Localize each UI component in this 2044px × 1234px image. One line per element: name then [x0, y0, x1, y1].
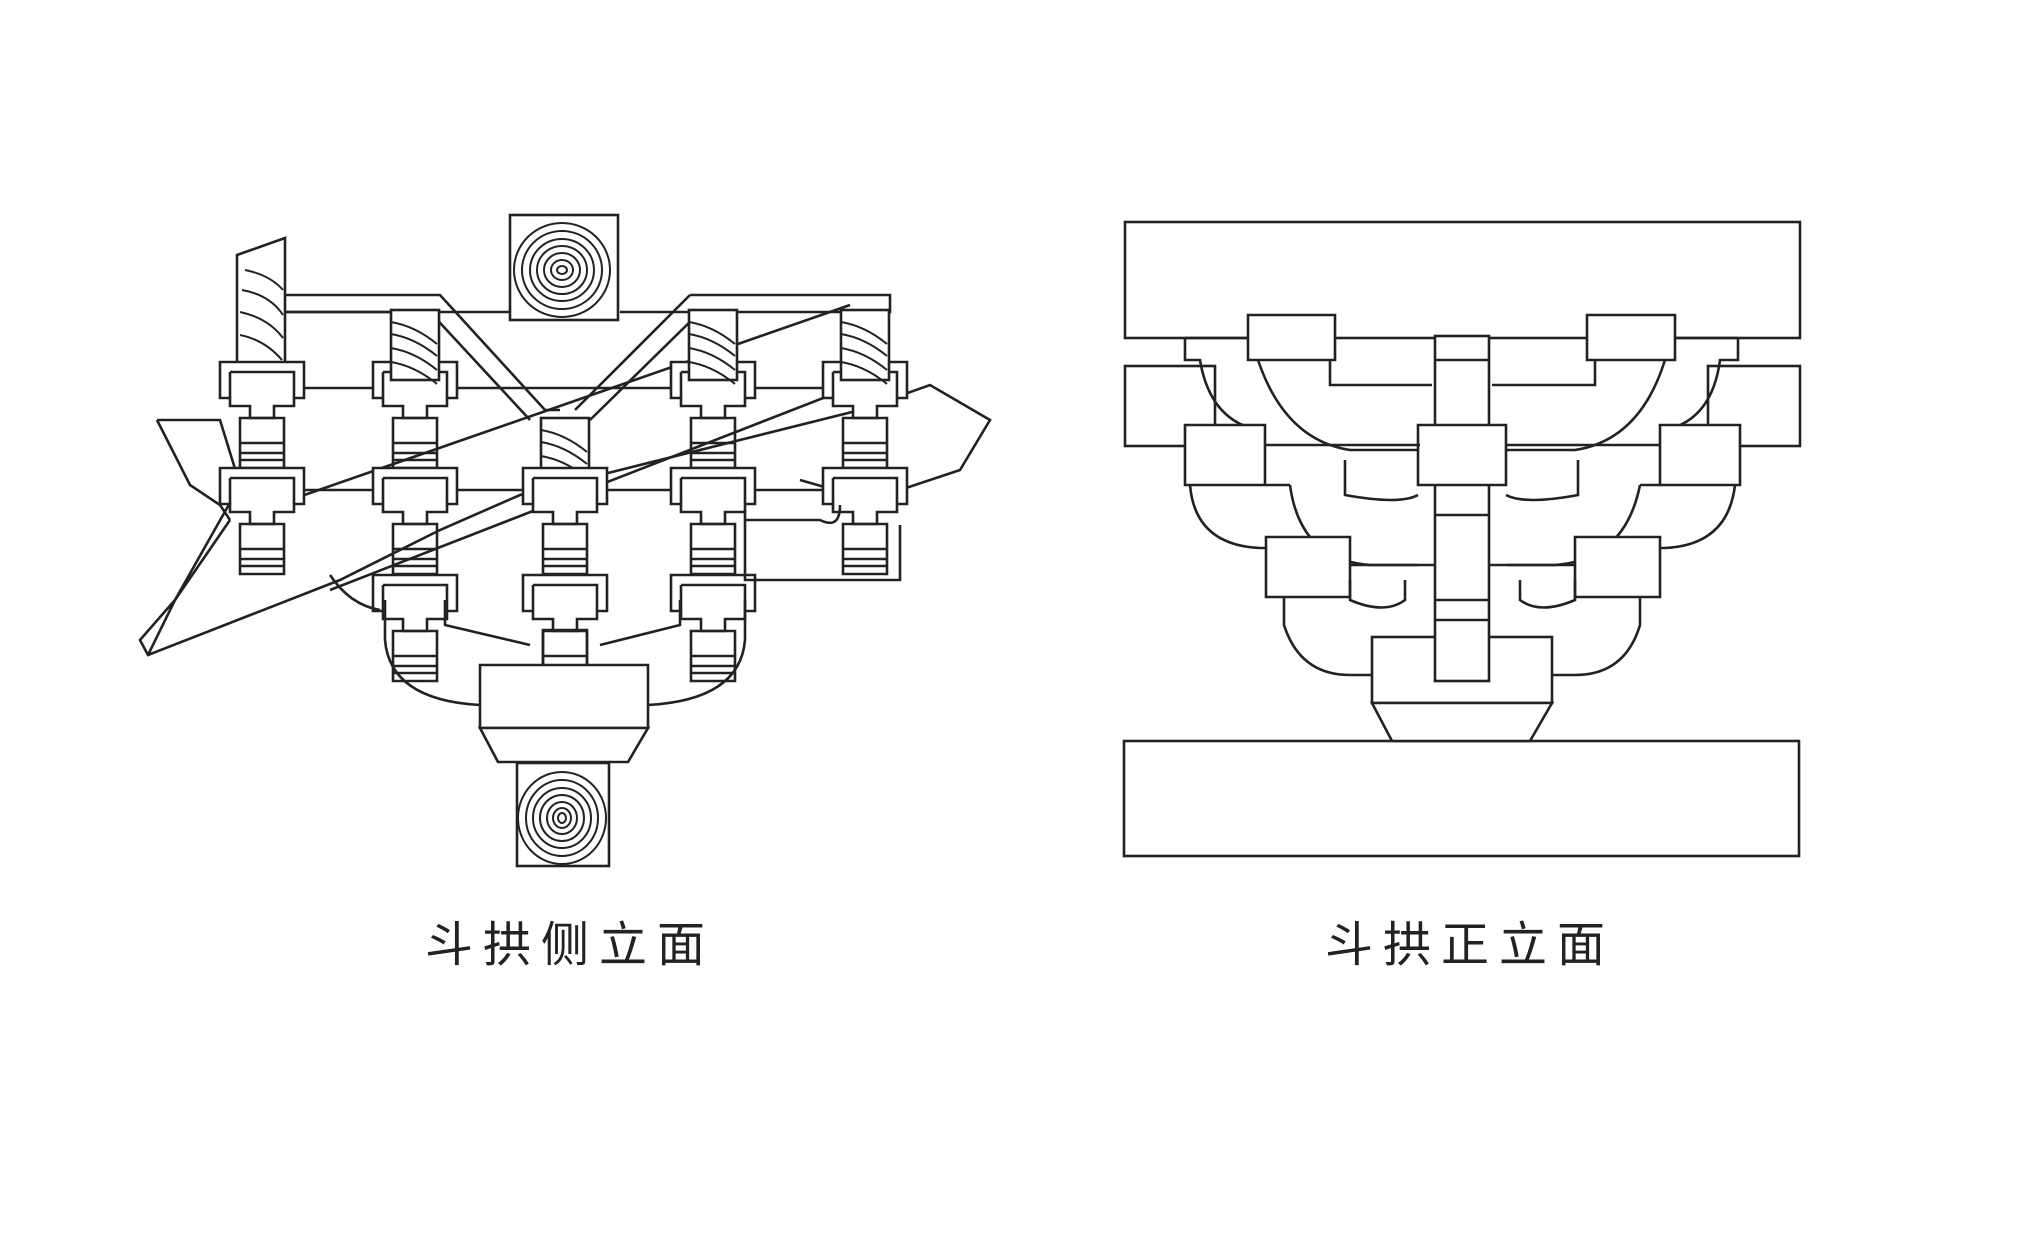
- rafter-end-top-3: [839, 308, 891, 382]
- rafter-end-top-2: [687, 308, 739, 382]
- bracket-cap-low-3: [669, 573, 757, 633]
- bracket-cap-mid-2: [371, 466, 459, 526]
- bracket-cap-mid-3: [521, 466, 609, 526]
- bracket-cap-low-2: [521, 573, 609, 633]
- front-elevation-caption: 斗拱正立面: [1325, 917, 1616, 973]
- side-elevation-drawing: [138, 213, 992, 868]
- bracket-cap-mid-1: [218, 466, 306, 526]
- bracket-cap-mid-4: [669, 466, 757, 526]
- bottom-beam: [1122, 739, 1801, 858]
- bracket-cap-mid-5: [821, 466, 909, 526]
- eave-rafter: [138, 383, 992, 657]
- rafter-end-top-1: [389, 308, 441, 382]
- central-post: [1433, 334, 1491, 683]
- front-elevation-drawing: [1122, 220, 1802, 858]
- bracket-cap-top-1: [218, 360, 306, 420]
- side-elevation-caption: 斗拱侧立面: [425, 917, 716, 973]
- top-lintel: [1123, 220, 1802, 340]
- ludou-block: [478, 663, 650, 730]
